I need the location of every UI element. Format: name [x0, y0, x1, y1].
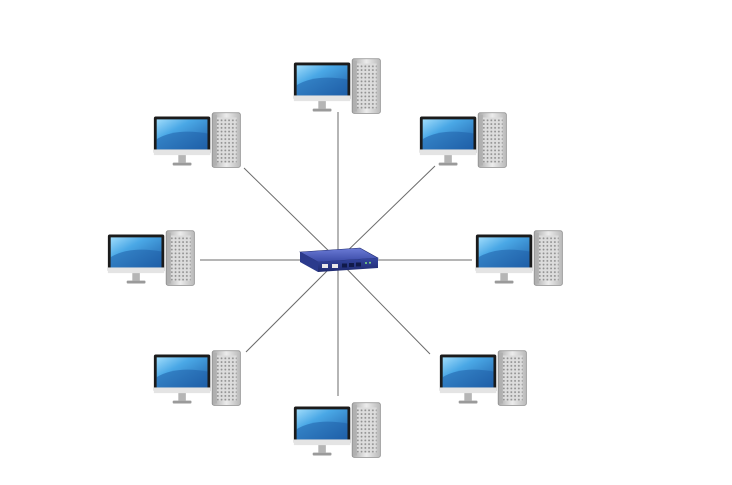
desktop-computer-icon — [153, 112, 241, 168]
link-node-bottom-right — [337, 259, 431, 355]
link-node-top-right — [337, 165, 436, 261]
desktop-computer-icon — [293, 402, 381, 458]
desktop-computer-icon — [475, 230, 563, 286]
link-node-top-left — [243, 167, 339, 261]
desktop-computer-icon — [439, 350, 527, 406]
desktop-computer-icon — [419, 112, 507, 168]
desktop-computer-icon — [107, 230, 195, 286]
desktop-computer-icon — [293, 58, 381, 114]
network-switch-icon — [298, 247, 380, 272]
desktop-computer-icon — [153, 350, 241, 406]
link-node-bottom-left — [245, 259, 339, 353]
